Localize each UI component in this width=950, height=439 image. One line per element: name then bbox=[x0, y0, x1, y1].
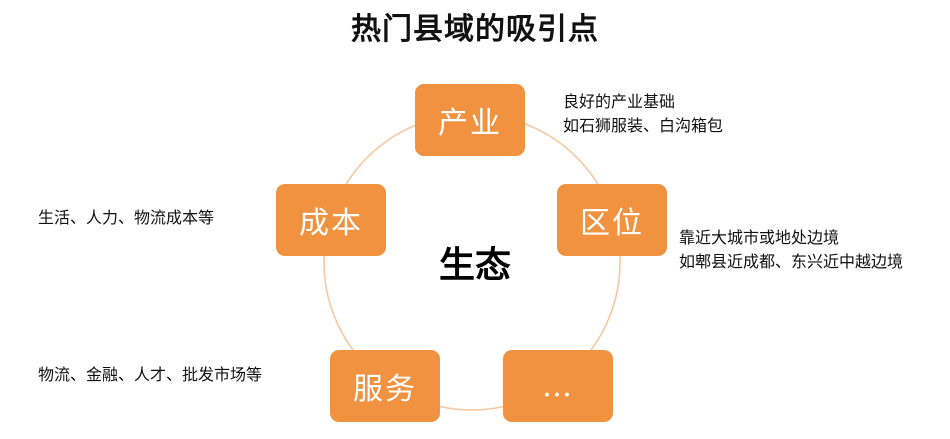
note-location-line-1: 靠近大城市或地处边境 bbox=[679, 228, 840, 247]
node-industry-label: 产业 bbox=[438, 106, 502, 141]
note-industry-line-2: 如石狮服装、白沟箱包 bbox=[563, 116, 724, 135]
center-label: 生态 bbox=[438, 245, 511, 286]
node-more: … bbox=[503, 350, 613, 422]
node-location-label: 区位 bbox=[580, 206, 644, 241]
node-cost-label: 成本 bbox=[299, 206, 363, 241]
node-location: 区位 bbox=[557, 184, 667, 256]
node-service-label: 服务 bbox=[353, 372, 417, 407]
node-service: 服务 bbox=[330, 350, 440, 422]
note-cost-line-1: 生活、人力、物流成本等 bbox=[38, 208, 215, 227]
note-service: 物流、金融、人才、批发市场等 bbox=[38, 363, 262, 387]
node-industry: 产业 bbox=[415, 84, 525, 156]
note-service-line-1: 物流、金融、人才、批发市场等 bbox=[38, 365, 263, 384]
node-more-label: … bbox=[542, 368, 574, 404]
node-cost: 成本 bbox=[276, 184, 386, 256]
note-industry-line-1: 良好的产业基础 bbox=[563, 92, 676, 111]
note-cost: 生活、人力、物流成本等 bbox=[38, 206, 214, 230]
note-industry: 良好的产业基础 如石狮服装、白沟箱包 bbox=[563, 90, 723, 138]
note-location-line-2: 如郫县近成都、东兴近中越边境 bbox=[679, 252, 904, 271]
diagram-title: 热门县域的吸引点 bbox=[351, 12, 599, 47]
note-location: 靠近大城市或地处边境 如郫县近成都、东兴近中越边境 bbox=[679, 226, 903, 274]
